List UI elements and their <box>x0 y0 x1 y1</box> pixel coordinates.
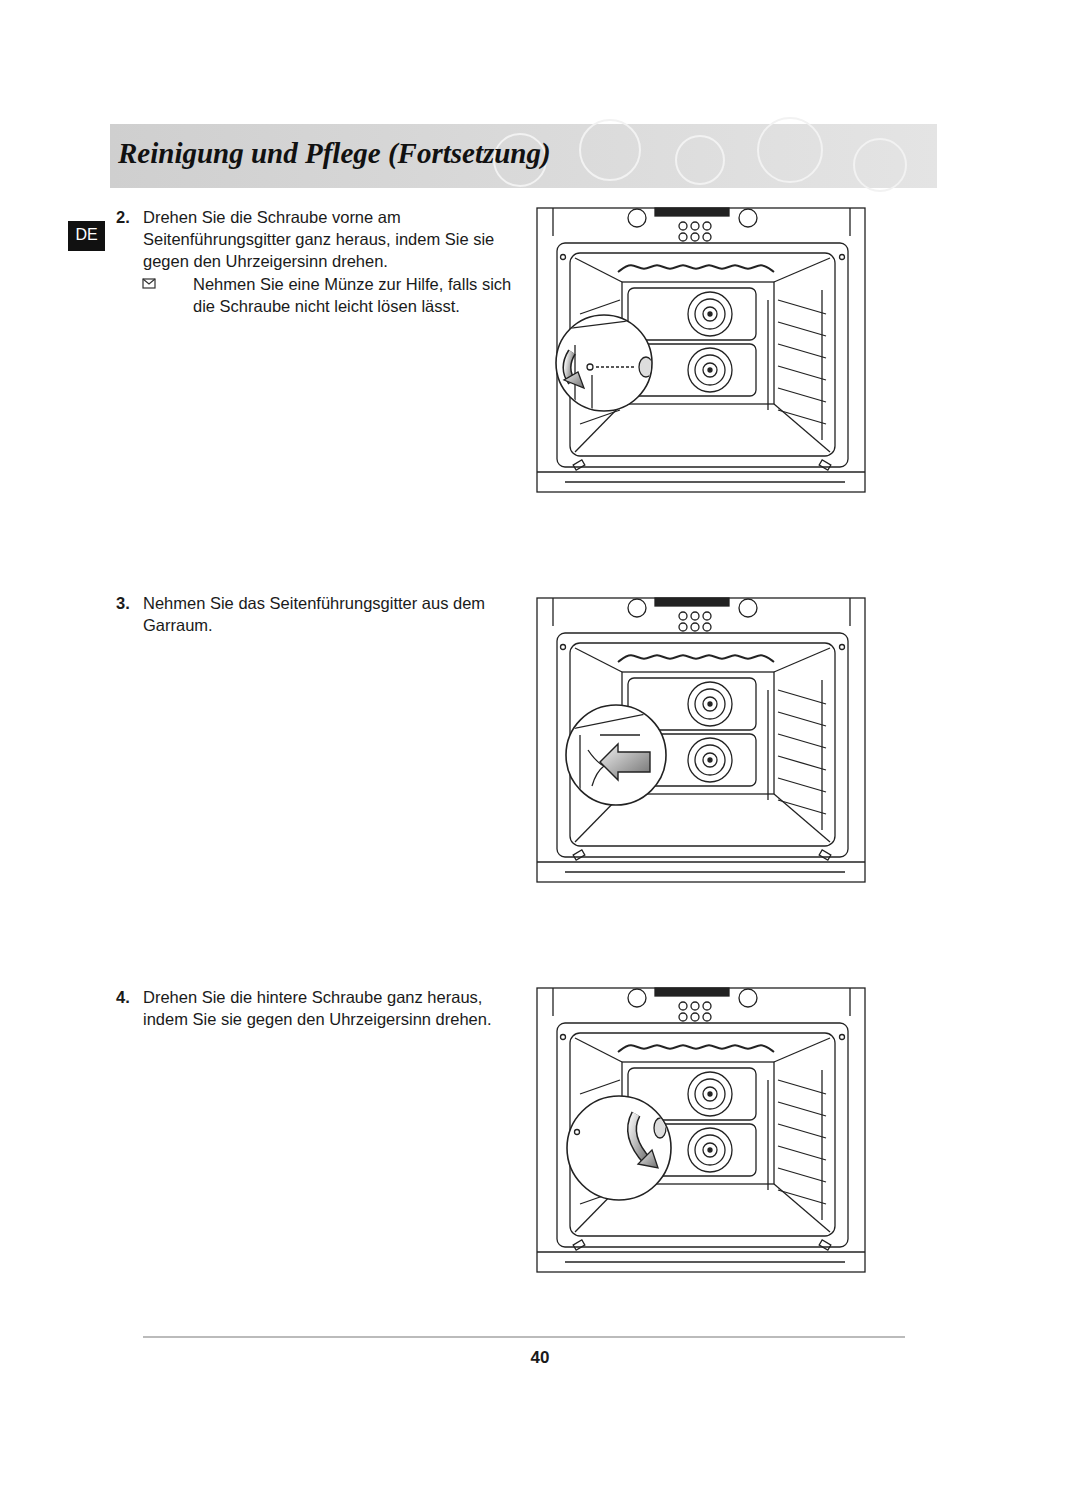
oven-figure <box>537 598 865 882</box>
page-title: Reinigung und Pflege (Fortsetzung) <box>118 137 551 170</box>
title-band <box>110 124 937 188</box>
step-number: 2. <box>116 206 140 228</box>
step-text: Drehen Sie die Schraube vorne am Seitenf… <box>143 206 528 272</box>
page-number: 40 <box>500 1347 580 1369</box>
note-icon <box>143 279 155 288</box>
language-tab <box>68 221 105 251</box>
oven-figure <box>537 988 865 1272</box>
note-text: Nehmen Sie eine Münze zur Hilfe, falls s… <box>193 273 528 317</box>
step-text: Drehen Sie die hintere Schraube ganz her… <box>143 986 528 1030</box>
oven-figure <box>537 208 865 492</box>
footer-rule <box>143 1336 905 1338</box>
step-number: 4. <box>116 986 140 1008</box>
tomato-decoration <box>494 118 906 191</box>
step-number: 3. <box>116 592 140 614</box>
language-code: DE <box>68 224 105 246</box>
step-text: Nehmen Sie das Seitenführungsgitter aus … <box>143 592 528 636</box>
